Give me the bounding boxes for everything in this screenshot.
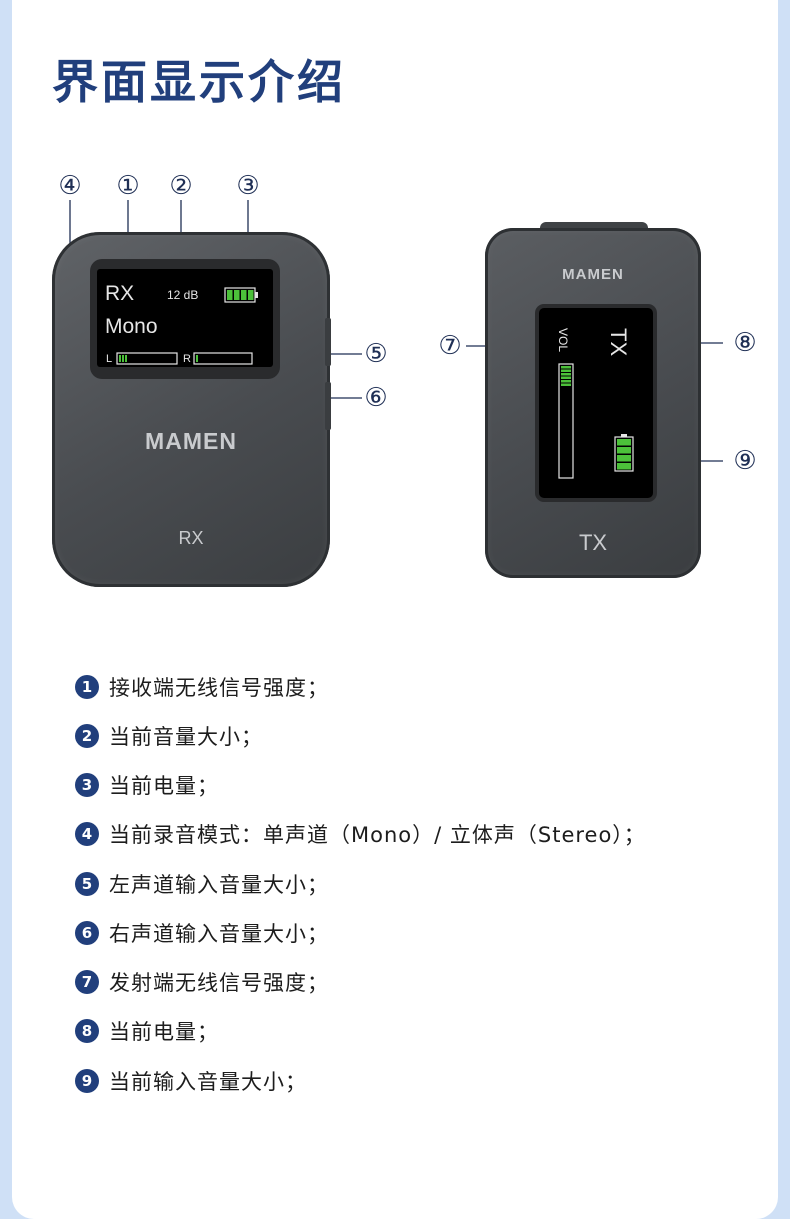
tx-level-bar [561, 383, 571, 386]
rx-screen-label: RX [105, 282, 134, 305]
legend-item-2: 2 当前音量大小； [75, 721, 263, 751]
left-channel-meter [116, 352, 178, 365]
number-badge: 2 [75, 724, 99, 748]
content-card [12, 0, 778, 1219]
tx-brand-logo: MAMEN [562, 266, 624, 283]
tx-screen-label: TX [606, 328, 631, 356]
rx-battery-icon [224, 287, 258, 303]
tx-level-bar [561, 373, 571, 376]
vol-label: VOL [556, 328, 570, 352]
callout-6: ⑥ [364, 383, 388, 413]
tx-level-bar [561, 366, 571, 369]
tx-battery-bar [617, 439, 631, 446]
tx-battery-bar [617, 455, 631, 462]
callout-2: ② [169, 171, 193, 201]
number-badge: 9 [75, 1069, 99, 1093]
left-channel-label: L [106, 353, 112, 365]
number-badge: 5 [75, 872, 99, 896]
tx-display-graphics: VOL TX [556, 328, 634, 479]
number-badge: 8 [75, 1019, 99, 1043]
rx-screen-bezel: RX 12 dB Mono L R [90, 259, 280, 379]
legend-text: 当前电量； [109, 774, 219, 798]
legend-item-1: 1 接收端无线信号强度； [75, 672, 329, 702]
rx-display: RX 12 dB Mono L R [97, 269, 273, 367]
number-badge: 6 [75, 921, 99, 945]
callout-5: ⑤ [364, 339, 388, 369]
legend-item-6: 6 右声道输入音量大小； [75, 918, 329, 948]
recording-mode: Mono [105, 315, 158, 338]
number-badge: 1 [75, 675, 99, 699]
tx-level-bar [561, 369, 571, 372]
number-badge: 7 [75, 970, 99, 994]
right-channel-meter [193, 352, 253, 365]
right-level-bar [196, 355, 198, 362]
legend-text: 发射端无线信号强度； [109, 971, 329, 995]
tx-display: VOL TX [539, 308, 653, 498]
number-badge: 4 [75, 822, 99, 846]
tx-battery-bar [617, 447, 631, 454]
legend-item-9: 9 当前输入音量大小； [75, 1066, 307, 1096]
rx-side-button-bottom[interactable] [325, 382, 331, 430]
legend-text: 左声道输入音量大小； [109, 873, 329, 897]
legend-item-4: 4 当前录音模式：单声道（Mono）/ 立体声（Stereo）； [75, 819, 646, 849]
rx-brand-logo: MAMEN [145, 428, 237, 454]
rx-display-graphics: RX 12 dB Mono L R [105, 282, 258, 365]
battery-bar [227, 290, 233, 300]
tx-battery-bar [617, 463, 631, 470]
legend-text: 当前录音模式：单声道（Mono）/ 立体声（Stereo）； [109, 823, 646, 847]
callout-3: ③ [236, 171, 260, 201]
battery-bar [241, 290, 247, 300]
volume-readout: 12 dB [167, 288, 198, 302]
callout-9: ⑨ [733, 446, 757, 476]
tx-model-label: TX [578, 530, 608, 555]
tx-level-meter [558, 363, 574, 479]
rx-side-button-top[interactable] [325, 318, 331, 366]
right-channel-label: R [183, 353, 191, 365]
rx-receiver: RX 12 dB Mono L R MAMEN RX [52, 232, 330, 587]
left-level-bar [122, 355, 124, 362]
callout-7: ⑦ [438, 331, 462, 361]
legend-text: 右声道输入音量大小； [109, 922, 329, 946]
callout-1: ① [116, 171, 140, 201]
number-badge: 3 [75, 773, 99, 797]
tx-level-bar [561, 380, 571, 383]
tx-level-bar [561, 376, 571, 379]
legend-text: 当前音量大小； [109, 725, 263, 749]
battery-bar [234, 290, 240, 300]
battery-bar [248, 290, 254, 300]
legend-text: 当前输入音量大小； [109, 1070, 307, 1094]
rx-model-label: RX [178, 528, 204, 548]
left-level-bar [119, 355, 121, 362]
legend-item-3: 3 当前电量； [75, 770, 219, 800]
callout-8: ⑧ [733, 328, 757, 358]
left-level-bar [125, 355, 127, 362]
legend-text: 接收端无线信号强度； [109, 676, 329, 700]
legend-item-7: 7 发射端无线信号强度； [75, 967, 329, 997]
page-title: 界面显示介绍 [52, 55, 346, 109]
tx-top-clip [540, 222, 648, 232]
tx-transmitter: MAMEN VOL TX TX [485, 228, 701, 578]
callout-4: ④ [58, 171, 82, 201]
legend-text: 当前电量； [109, 1020, 219, 1044]
tx-battery-icon [614, 434, 634, 472]
legend-item-8: 8 当前电量； [75, 1016, 219, 1046]
legend-item-5: 5 左声道输入音量大小； [75, 869, 329, 899]
